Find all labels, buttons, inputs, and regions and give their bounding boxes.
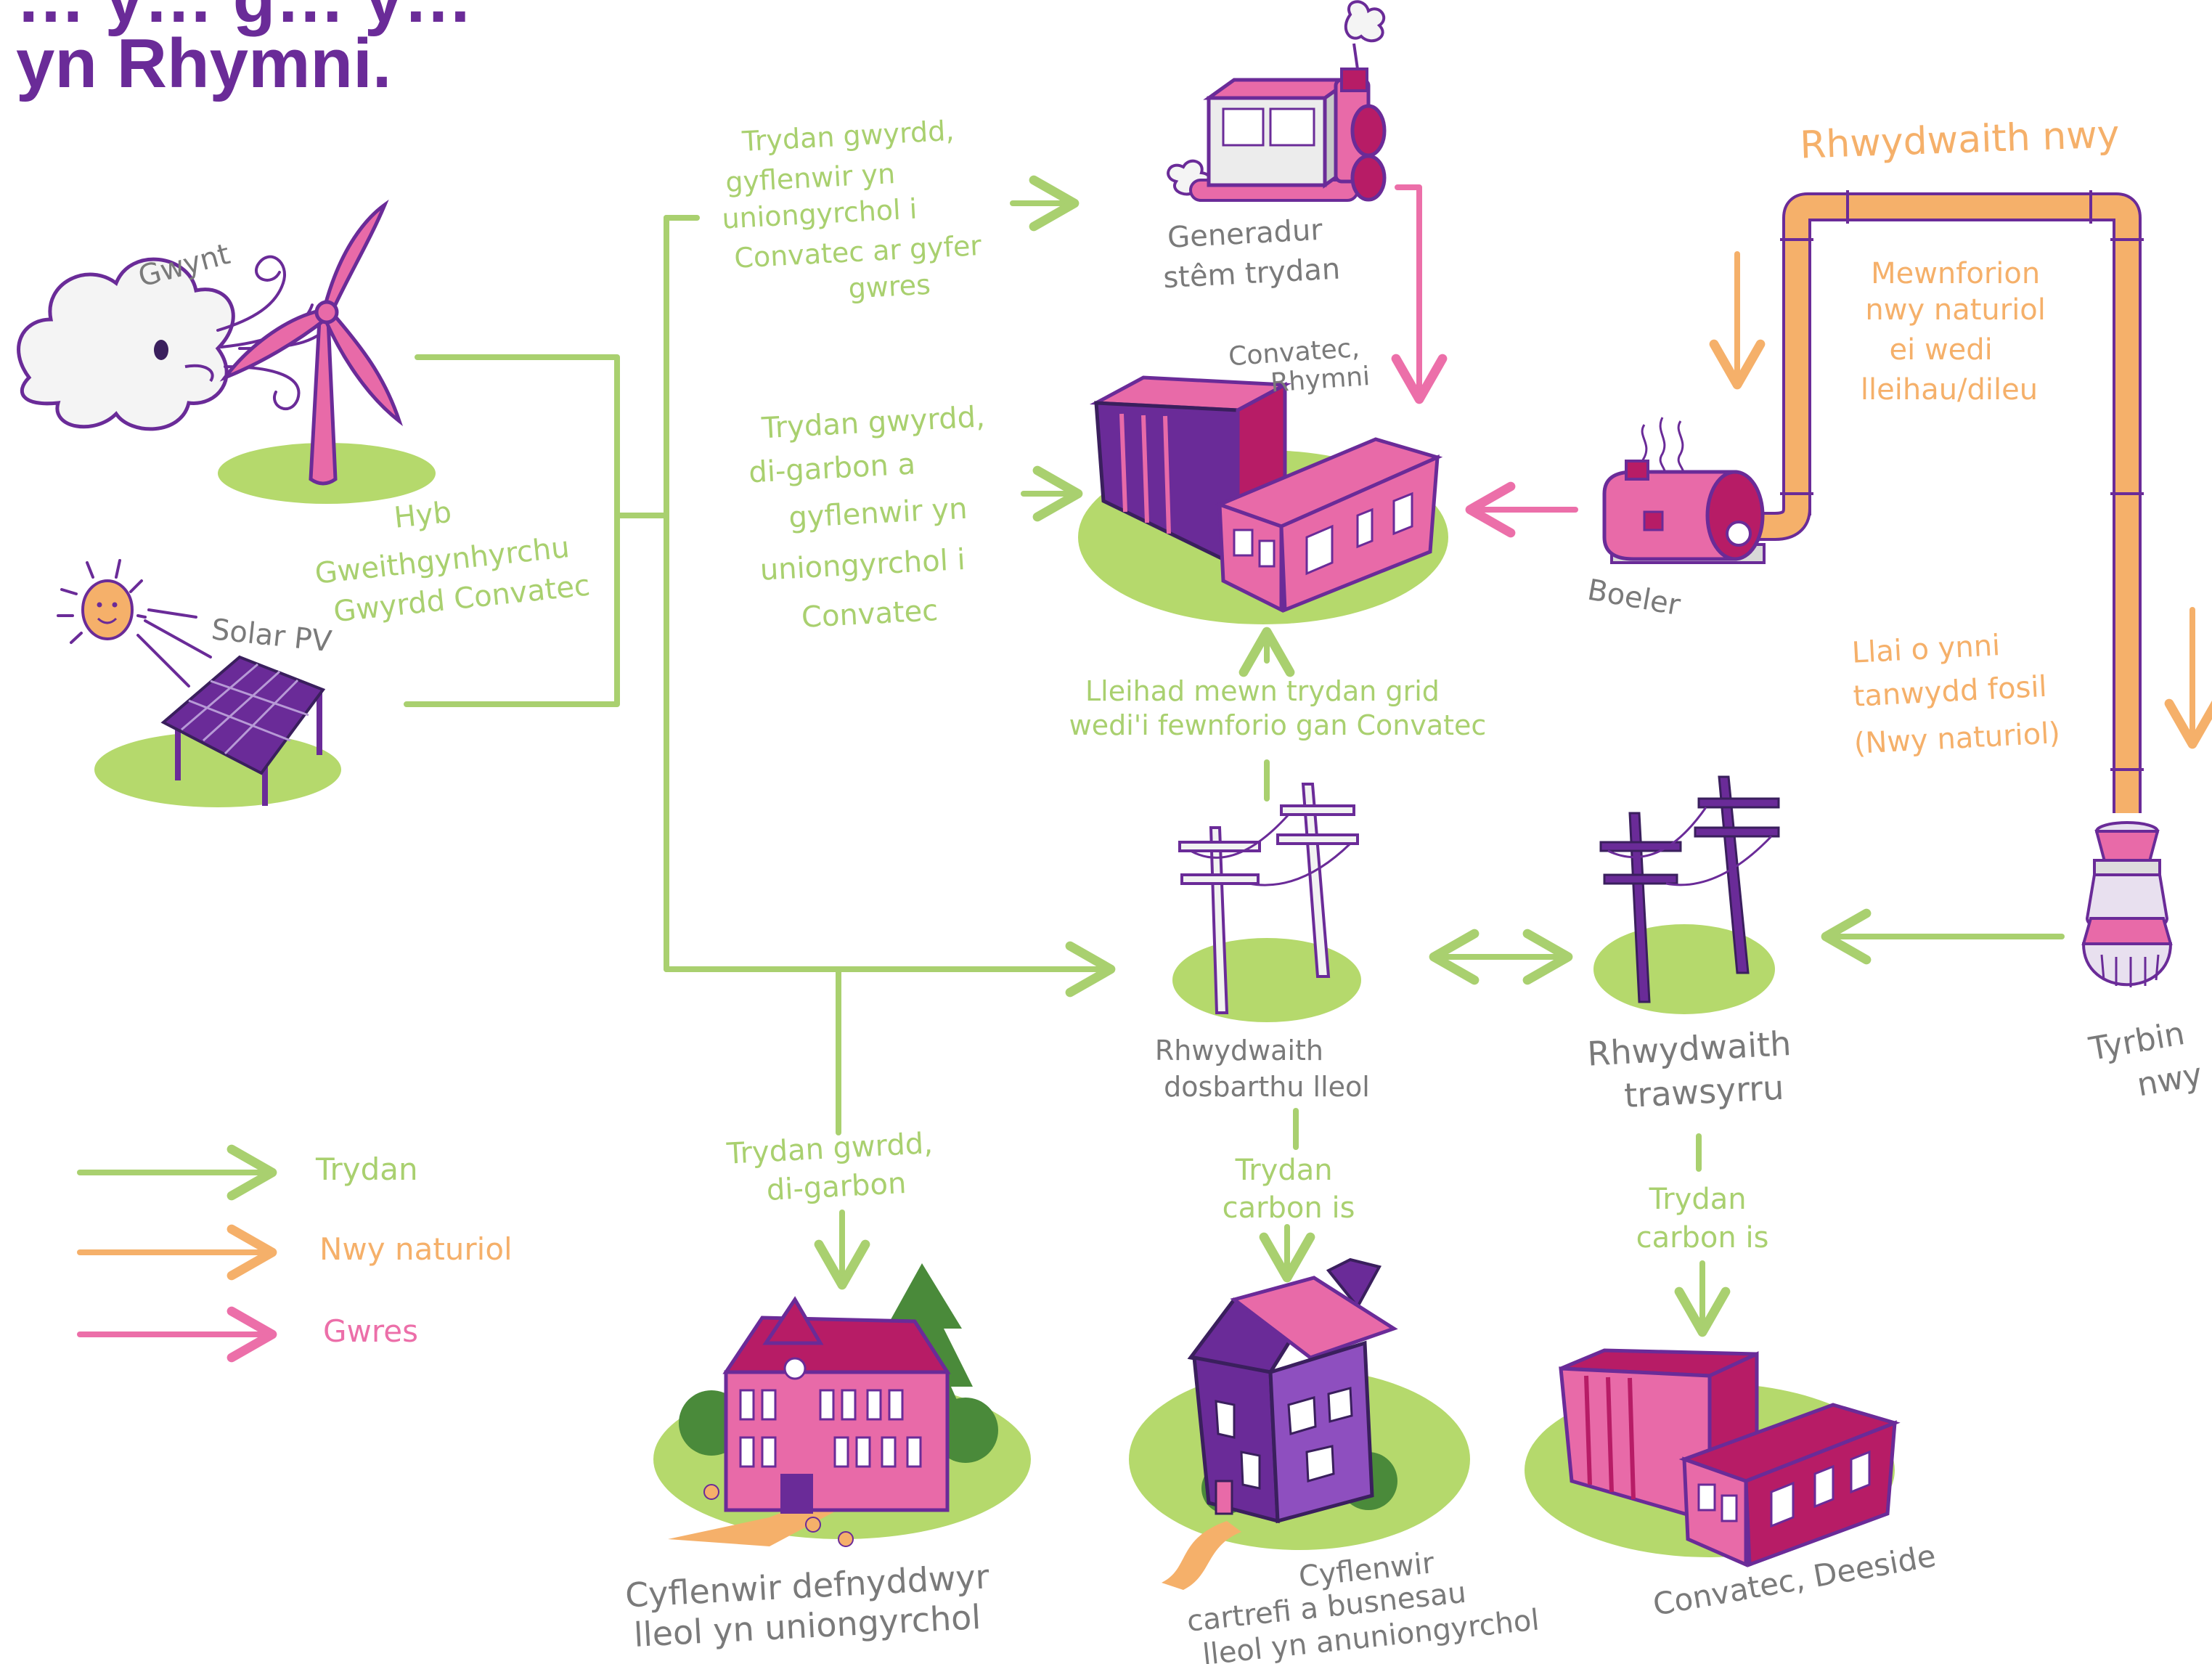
- local-users-label: Cyflenwir defnyddwyr lleol yn uniongyrch…: [624, 1557, 1003, 1655]
- solar-label: Solar PV: [210, 613, 334, 658]
- legend-item-heat: Gwres: [77, 1306, 418, 1363]
- legend: Trydan Nwy naturiol Gwres: [77, 1144, 513, 1363]
- generator-label: Generadur stêm trydan: [1160, 213, 1341, 295]
- green-zero-carbon-label: Trydan gwrdd, di-garbon: [725, 1126, 944, 1209]
- solar-rays: [136, 608, 212, 688]
- school-building-icon: [653, 1263, 1031, 1547]
- legend-heat-label: Gwres: [323, 1313, 418, 1349]
- electricity-lines: [404, 175, 2065, 1337]
- gas-imports-label: Mewnforion nwy naturiol ei wedi lleihau/…: [1861, 257, 2055, 407]
- sun-icon: [57, 559, 147, 644]
- transmission-pylon-icon: [1593, 775, 1780, 1014]
- legend-item-electricity: Trydan: [77, 1144, 418, 1201]
- transmission-label: Rhwydwaith trawsyrru: [1586, 1023, 1805, 1117]
- hub-label: Hyb Gweithgynhyrchu Gwyrdd Convatec: [309, 482, 592, 630]
- convatec-rhymni-factory-icon: [1078, 375, 1448, 624]
- lower-carbon-label-1: Trydan carbon is: [1223, 1154, 1355, 1225]
- wind-cloud-icon: [17, 257, 235, 431]
- solar-panel-icon: [94, 655, 341, 807]
- page-title-line2: yn Rhymni.: [16, 25, 391, 102]
- convatec-deeside-factory-icon: [1525, 1348, 1901, 1567]
- boiler-label: Boeler: [1585, 574, 1683, 623]
- green-direct-heat-label: Trydan gwyrdd, gyflenwir yn uniongyrchol…: [717, 113, 993, 311]
- page-title-line1: … y… g… y…: [16, 0, 473, 37]
- grid-reduction-label: Lleihad mewn trydan grid wedi'i fewnfori…: [1069, 675, 1487, 741]
- house-icon: [1129, 1257, 1470, 1590]
- gas-arrows: [1709, 251, 2212, 749]
- homes-label: Cyflenwir cartrefi a busnesau lleol yn a…: [1182, 1536, 1540, 1664]
- gas-turbine-label: Tyrbin nwy: [2086, 1014, 2205, 1112]
- less-fossil-label: Llai o ynni tanwydd fosil (Nwy naturiol): [1848, 626, 2061, 761]
- steam-generator-icon: [1167, 0, 1387, 202]
- legend-electricity-label: Trydan: [315, 1151, 418, 1187]
- heat-lines: [1391, 184, 1578, 538]
- gas-pipe: [1753, 190, 2144, 813]
- local-network-label: Rhwydwaith dosbarthu lleol: [1155, 1035, 1370, 1103]
- boiler-icon: [1602, 417, 1766, 564]
- local-distribution-pylon-icon: [1172, 783, 1361, 1022]
- legend-gas-label: Nwy naturiol: [319, 1231, 513, 1267]
- green-direct-label: Trydan gwyrdd, di-garbon a gyflenwir yn …: [746, 400, 1005, 637]
- lower-carbon-label-2: Trydan carbon is: [1636, 1183, 1769, 1255]
- legend-item-gas: Nwy naturiol: [77, 1224, 513, 1281]
- gas-network-label: Rhwydwaith nwy: [1799, 113, 2120, 167]
- wind-turbine-icon: [218, 199, 436, 504]
- gas-turbine-icon: [2081, 821, 2173, 987]
